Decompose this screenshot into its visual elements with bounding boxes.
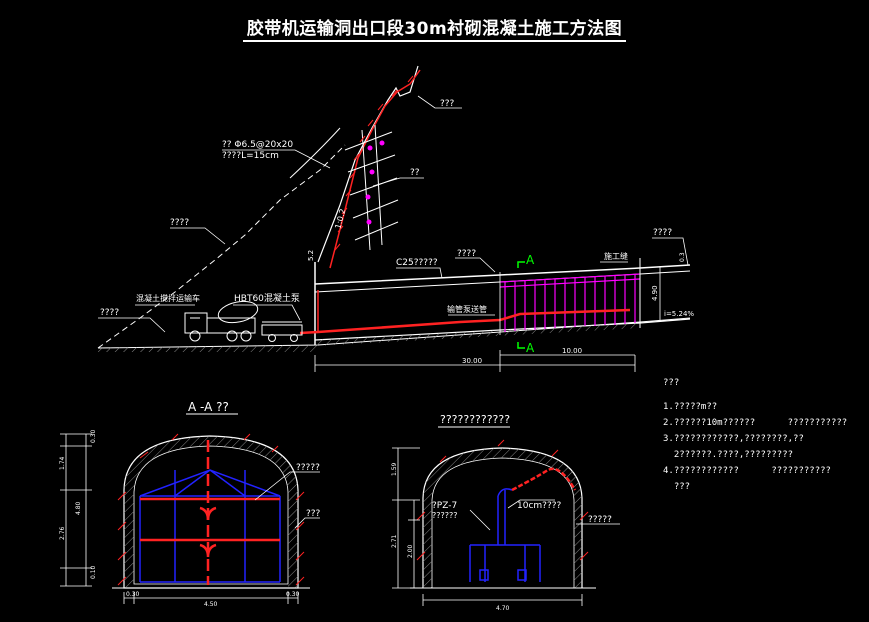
tunnel-invert <box>314 318 691 341</box>
c25-label: C25????? <box>396 258 438 268</box>
slope-pipe-length-label: ????L=15cm <box>222 151 279 161</box>
slope-ratio-label: 1:0.2 <box>333 208 347 230</box>
leader-lines <box>98 95 689 333</box>
pump-anchor-ticks <box>416 439 589 561</box>
dim-small: 0.3 <box>679 252 686 262</box>
aa-dim-side-left: 0.30 <box>126 591 140 598</box>
pump-label: ?PZ-7 <box>432 501 457 511</box>
dim-30: 30.00 <box>462 357 482 365</box>
pump-section-view: ???????????? <box>391 413 620 612</box>
mountain-slope <box>317 65 419 263</box>
aa-formwork <box>139 469 281 583</box>
anchor-heads <box>365 140 385 225</box>
section-aa-view: A -A ?? <box>59 400 321 608</box>
slope-arc <box>289 127 341 179</box>
section-mark-a-bottom <box>517 342 525 349</box>
note-item-3: 3.????????????,????????,?? <box>663 434 804 444</box>
section-aa-title: A -A ?? <box>188 400 229 414</box>
pump-leaders <box>469 499 620 531</box>
aa-dim-upper: 1.74 <box>59 456 66 470</box>
slope-face-red <box>329 69 421 269</box>
profile-view: A A <box>97 65 694 372</box>
title-block: 胶带机运输洞出口段30m衬砌混凝土施工方法图 <box>0 14 869 42</box>
grass-label: ??? <box>440 99 455 109</box>
aa-dim-top: 0.30 <box>90 429 97 443</box>
aa-red-members <box>140 440 280 585</box>
tunnel-invert-band <box>315 323 640 346</box>
mixer-truck <box>184 300 259 342</box>
formwork-trolley <box>499 273 641 332</box>
notes-heading: ??? <box>663 378 680 388</box>
dim-10: 10.00 <box>562 347 582 355</box>
dim-height: 4.90 <box>651 285 659 301</box>
aa-lining-label: ??? <box>306 509 321 519</box>
aa-formwork-label: ????? <box>296 463 320 473</box>
aa-inner-lining <box>133 445 289 585</box>
slope-surface-label: ???? <box>170 218 189 228</box>
top-right-label: ???? <box>653 228 672 238</box>
excavation-dashed-line <box>97 144 346 349</box>
ground-hatch-band <box>98 345 318 352</box>
truck-label: 混凝土搅拌运输车 <box>136 293 200 303</box>
notes-block: ??? 1.?????m?? 2.??????10m?????? ???????… <box>663 375 847 495</box>
note-item-6: ??? <box>663 482 691 492</box>
ground-label: ???? <box>100 308 119 318</box>
lining-label: ???? <box>457 249 476 259</box>
concrete-pump <box>261 321 303 342</box>
pump-horizontal-dims <box>422 594 583 606</box>
section-a-top-label: A <box>526 253 535 267</box>
aa-dim-lower: 2.76 <box>59 526 66 540</box>
note-item-2: 2.??????10m?????? ??????????? <box>663 418 848 428</box>
slope-pipe-label: ?? Φ6.5@20x20 <box>222 140 293 150</box>
aa-anchor-ticks <box>117 433 305 586</box>
aa-dim-bottom: 0.10 <box>90 565 97 579</box>
pump-dim-width: 4.70 <box>496 605 510 612</box>
note-item-5: 4.???????????? ??????????? <box>663 466 831 476</box>
note-item-4: 2??????.????,????????? <box>663 450 794 460</box>
aa-vertical-dims <box>60 433 92 587</box>
pump-label: HBT60混凝土泵 <box>234 292 300 304</box>
pump-dim-low: 2.00 <box>407 544 414 558</box>
section-a-bottom-label: A <box>526 341 535 355</box>
delivery-pipe <box>299 308 631 335</box>
drawing-title: 胶带机运输洞出口段30m衬砌混凝土施工方法图 <box>242 14 627 42</box>
gradient-label: i=5.24% <box>664 310 694 318</box>
pump-dim-mid: 2.71 <box>391 534 398 548</box>
pump-dim-top: 1.59 <box>391 462 398 476</box>
pump-section-title: ???????????? <box>440 413 510 426</box>
slope-hatch <box>334 75 414 251</box>
note-item-1: 1.?????m?? <box>663 402 718 412</box>
section-mark-a-top <box>517 261 525 268</box>
pump-red-hose <box>511 467 577 492</box>
aa-dim-mid: 4.80 <box>75 501 82 515</box>
pump-inner-lining <box>431 457 575 588</box>
pump-frame <box>469 488 541 582</box>
pipe-label: 输管泵送管 <box>447 304 487 314</box>
construction-joint-label: 施工缝 <box>604 251 628 261</box>
profile-dimensions <box>314 266 661 372</box>
aa-dim-width: 4.50 <box>204 601 218 608</box>
pump-vertical-dims <box>392 447 420 589</box>
dim-left: 5.2 <box>307 250 315 261</box>
aa-leaders <box>254 471 320 529</box>
aa-horizontal-dims <box>123 592 299 604</box>
aa-dim-side-right: 0.30 <box>286 591 300 598</box>
pump-wall-label: ????? <box>588 515 612 525</box>
pump-pipe-label: 10cm???? <box>517 501 561 511</box>
bolt-label: ?? <box>410 168 420 178</box>
pump-label-2: ?????? <box>432 511 457 520</box>
tunnel-roof <box>314 264 691 285</box>
slope-anchors <box>344 124 399 251</box>
